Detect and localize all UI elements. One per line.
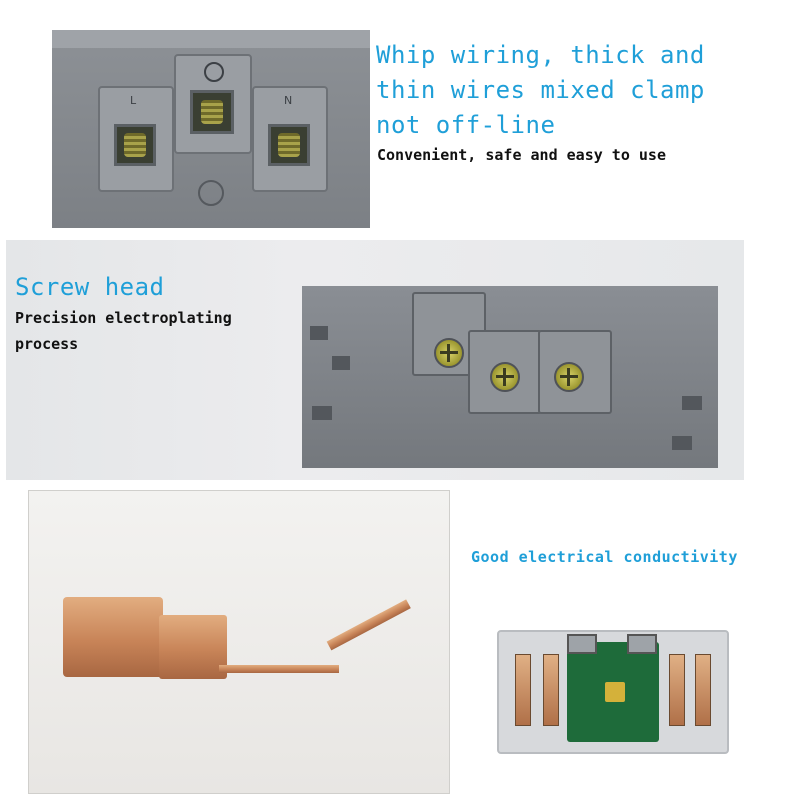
conductivity-headline: Good electrical conductivity — [471, 548, 738, 566]
circuit-board — [567, 642, 659, 742]
socket-interior-photo — [497, 630, 729, 754]
copper-clip-spring — [326, 599, 411, 651]
live-terminal-label: L — [130, 94, 137, 107]
neutral-terminal: N — [252, 86, 328, 192]
usb-port-icon — [567, 634, 597, 654]
copper-clip-arm — [219, 665, 339, 673]
housing-rib — [52, 30, 370, 48]
housing-slot — [312, 406, 332, 420]
terminal-block-photo: L N — [52, 30, 370, 228]
copper-clip-sleeve — [159, 615, 227, 679]
contact-strip — [695, 654, 711, 726]
earth-terminal — [174, 54, 252, 154]
wiring-headline-line3: not off-line — [376, 111, 556, 139]
wiring-headline-line2: thin wires mixed clamp — [376, 76, 705, 104]
screw-head-icon — [434, 338, 464, 368]
neutral-terminal-hole — [268, 124, 310, 166]
screw-headline: Screw head — [15, 273, 165, 301]
housing-slot — [672, 436, 692, 450]
neutral-terminal-label: N — [284, 94, 293, 107]
certification-mark-icon — [198, 180, 224, 206]
screw-caption-line2: process — [15, 335, 79, 353]
screw-terminal-middle — [468, 330, 542, 414]
transformer-icon — [605, 682, 625, 702]
wiring-headline-line1: Whip wiring, thick and — [376, 41, 705, 69]
screw-head-icon — [554, 362, 584, 392]
wiring-headline: Whip wiring, thick and thin wires mixed … — [376, 38, 705, 143]
live-terminal-hole — [114, 124, 156, 166]
screw-head-icon — [490, 362, 520, 392]
screw-caption-line1: Precision electroplating — [15, 309, 232, 327]
contact-strip — [543, 654, 559, 726]
contact-strip — [669, 654, 685, 726]
screw-caption: Precision electroplating process — [15, 305, 232, 357]
housing-slot — [310, 326, 328, 340]
usb-port-icon — [627, 634, 657, 654]
screw-icon — [201, 100, 223, 124]
contact-strip — [515, 654, 531, 726]
screw-terminal-photo — [302, 286, 718, 468]
earth-terminal-hole — [190, 90, 234, 134]
screw-icon — [278, 133, 300, 157]
ground-icon — [204, 62, 224, 82]
live-terminal: L — [98, 86, 174, 192]
screw-terminal-right — [538, 330, 612, 414]
copper-contact-photo — [28, 490, 450, 794]
housing-slot — [332, 356, 350, 370]
copper-clip-fork — [63, 597, 163, 677]
housing-slot — [682, 396, 702, 410]
screw-icon — [124, 133, 146, 157]
wiring-caption: Convenient, safe and easy to use — [377, 146, 666, 164]
